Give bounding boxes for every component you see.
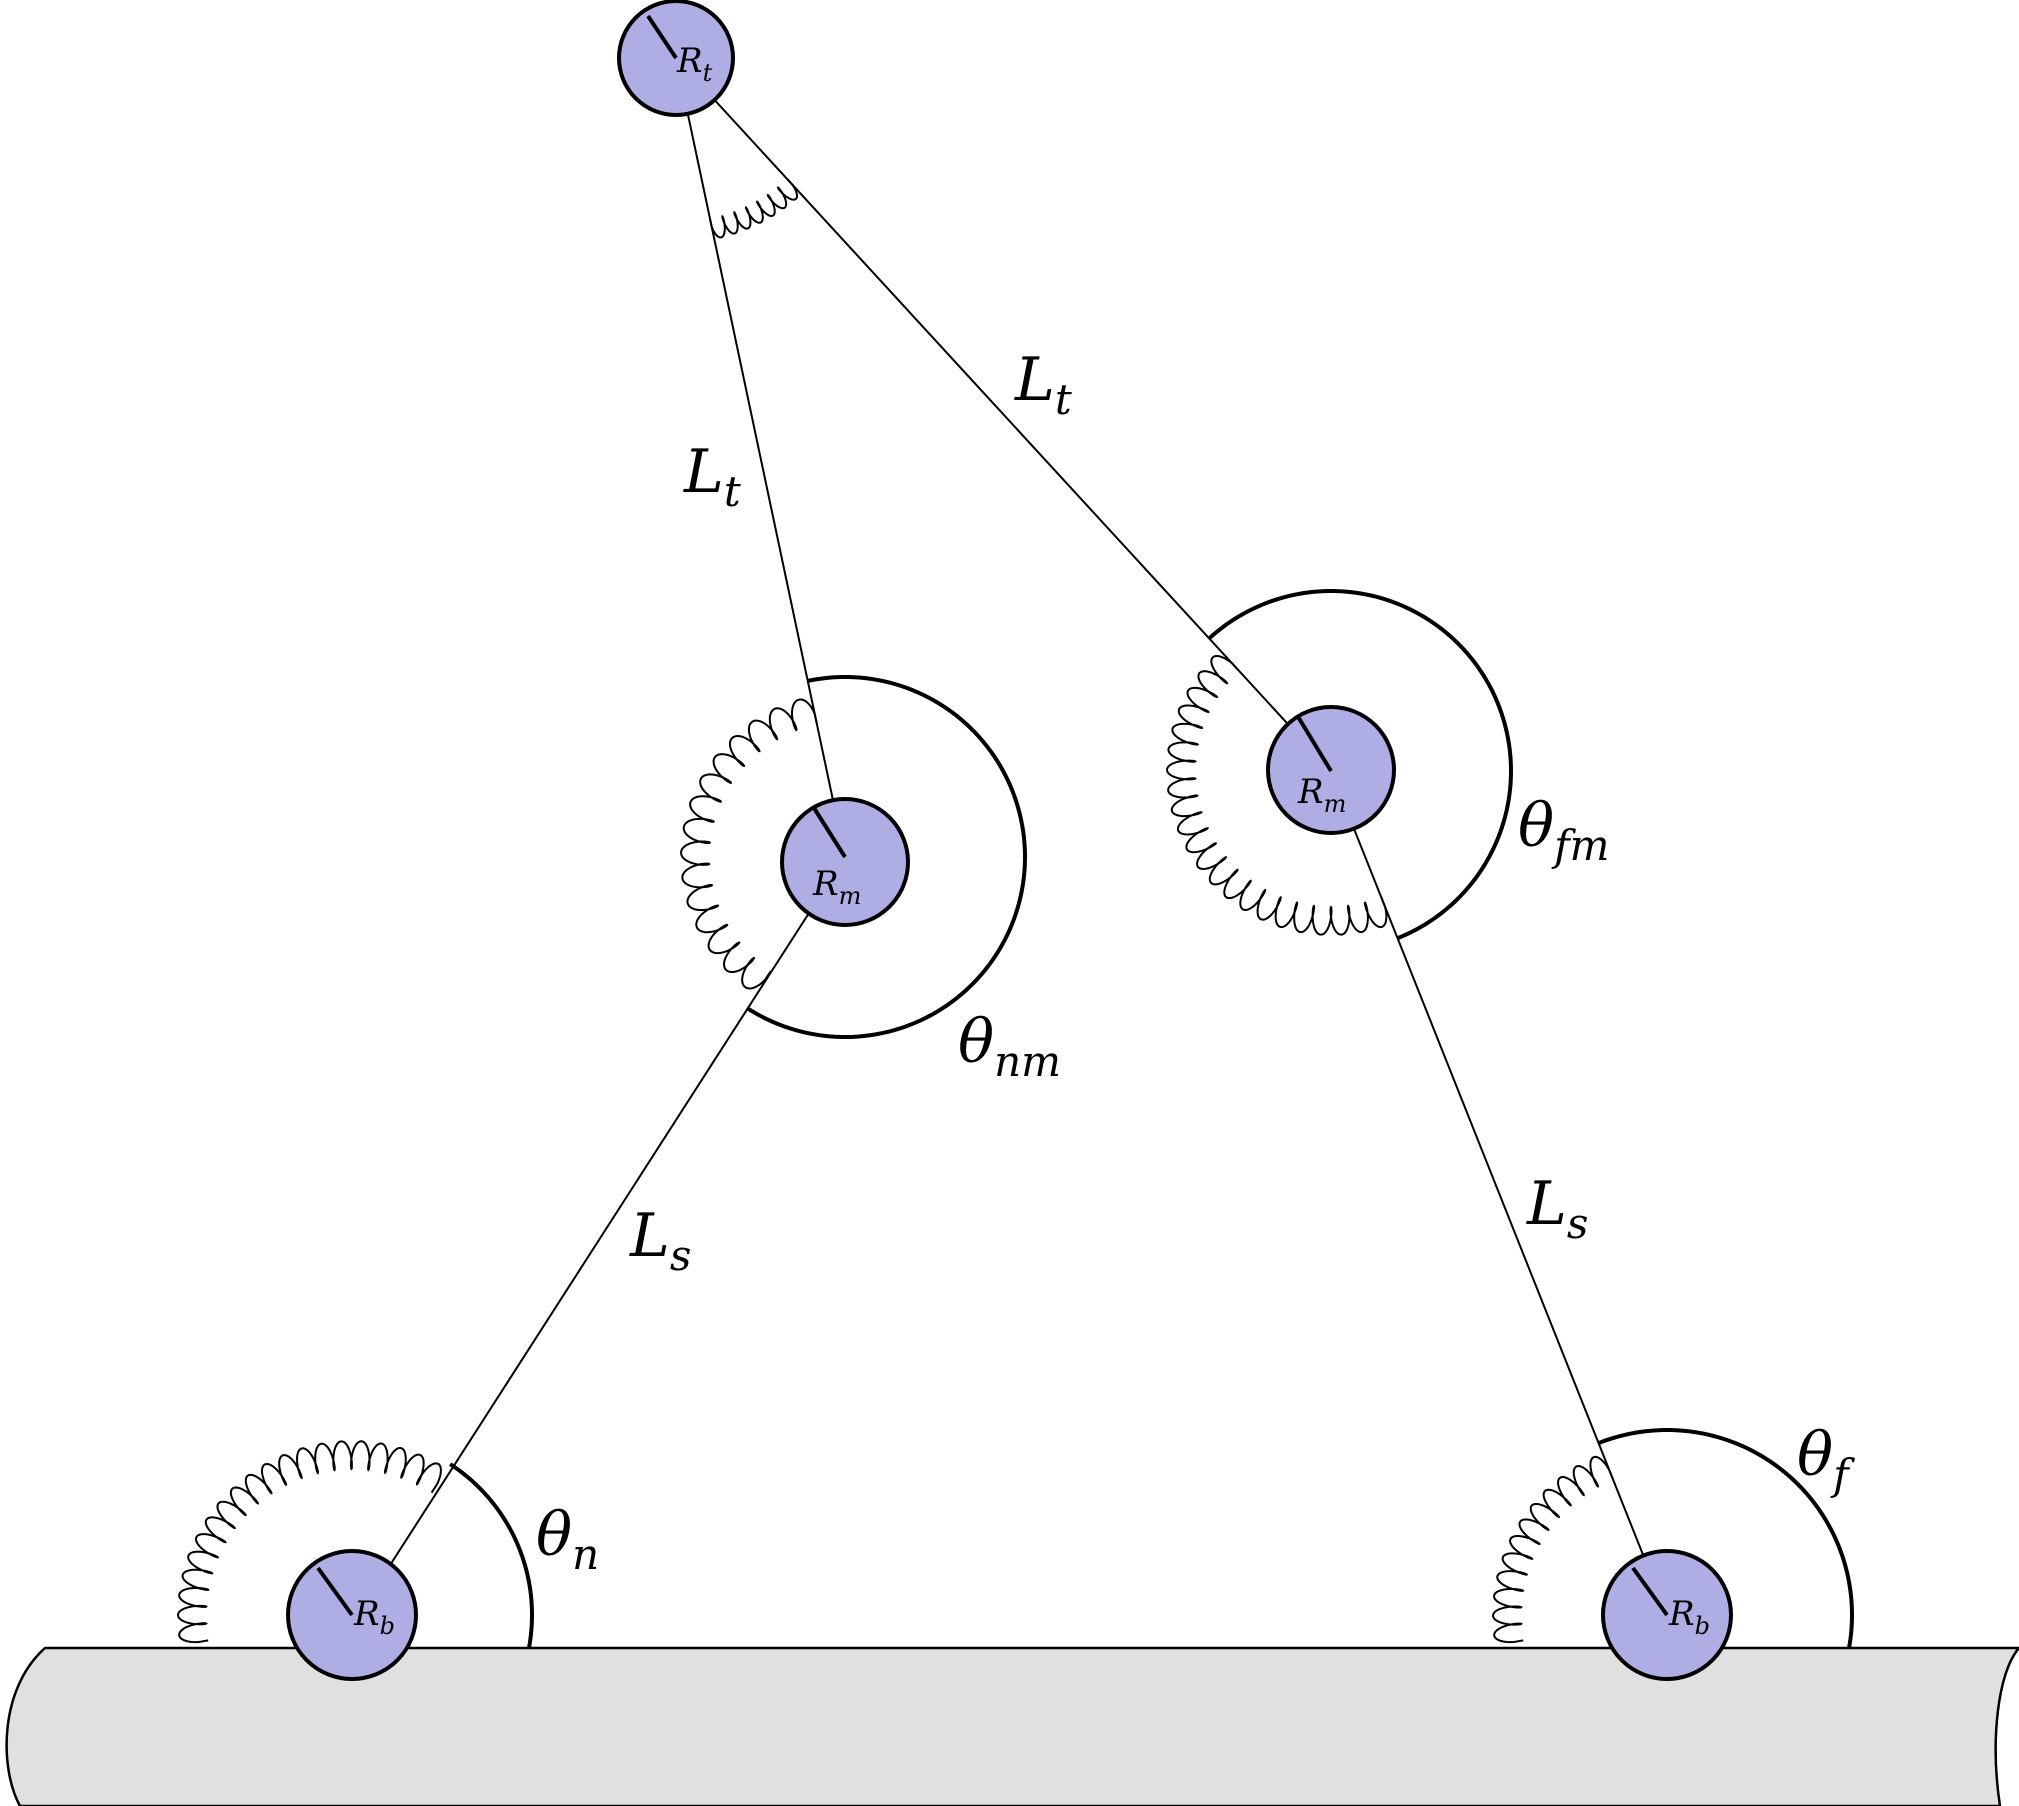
- length-label-top-right: Lt: [1014, 345, 1072, 424]
- node-top: Rt: [617, 0, 735, 117]
- length-label-shin-left: Ls: [629, 1201, 691, 1280]
- radius-label-mid-right: Rm: [1297, 772, 1346, 818]
- angle-arc-nm: [745, 675, 1027, 1039]
- torsion-spring-bottom-left: [176, 1440, 442, 1644]
- node-mid-left-circle: [780, 797, 910, 927]
- radius-label-mid-left: Rm: [812, 864, 861, 910]
- angle-arc-fm: [1207, 589, 1514, 941]
- angle-arc-f: [1597, 1427, 1855, 1650]
- radius-label-bottom-left: Rb: [353, 1594, 395, 1640]
- node-mid-left: Rm: [780, 797, 910, 927]
- length-label-top-left: Lt: [683, 437, 741, 516]
- radius-line-top: [646, 14, 678, 60]
- angle-label-f: θf: [1797, 1420, 1855, 1499]
- torsion-spring-mid-right: [1165, 654, 1388, 936]
- node-bottom-right: Rb: [1601, 1549, 1733, 1681]
- rod-shin-left: [357, 856, 846, 1616]
- rod-top-right: [675, 57, 1332, 772]
- radius-line-bottom-left: [316, 1566, 354, 1617]
- angle-arc-n: [449, 1462, 535, 1649]
- torsion-spring-top: [709, 178, 799, 239]
- torsion-spring-mid-left: [680, 698, 818, 990]
- node-mid-right: Rm: [1266, 705, 1396, 835]
- radius-line-bottom-right: [1631, 1566, 1669, 1617]
- ground-substrate: [5, 1646, 2019, 1806]
- angle-label-fm: θfm: [1518, 791, 1610, 870]
- radius-label-bottom-right: Rb: [1668, 1594, 1710, 1640]
- torsion-spring-bottom-right: [1491, 1455, 1614, 1644]
- radius-label-top: Rt: [676, 41, 713, 87]
- radius-line-mid-left: [812, 806, 847, 859]
- radius-line-mid-right: [1295, 713, 1333, 773]
- length-label-shin-right: Ls: [1526, 1169, 1588, 1248]
- angle-label-nm: θnm: [958, 1007, 1061, 1086]
- node-bottom-left: Rb: [286, 1549, 418, 1681]
- angle-label-n: θn: [536, 1500, 599, 1579]
